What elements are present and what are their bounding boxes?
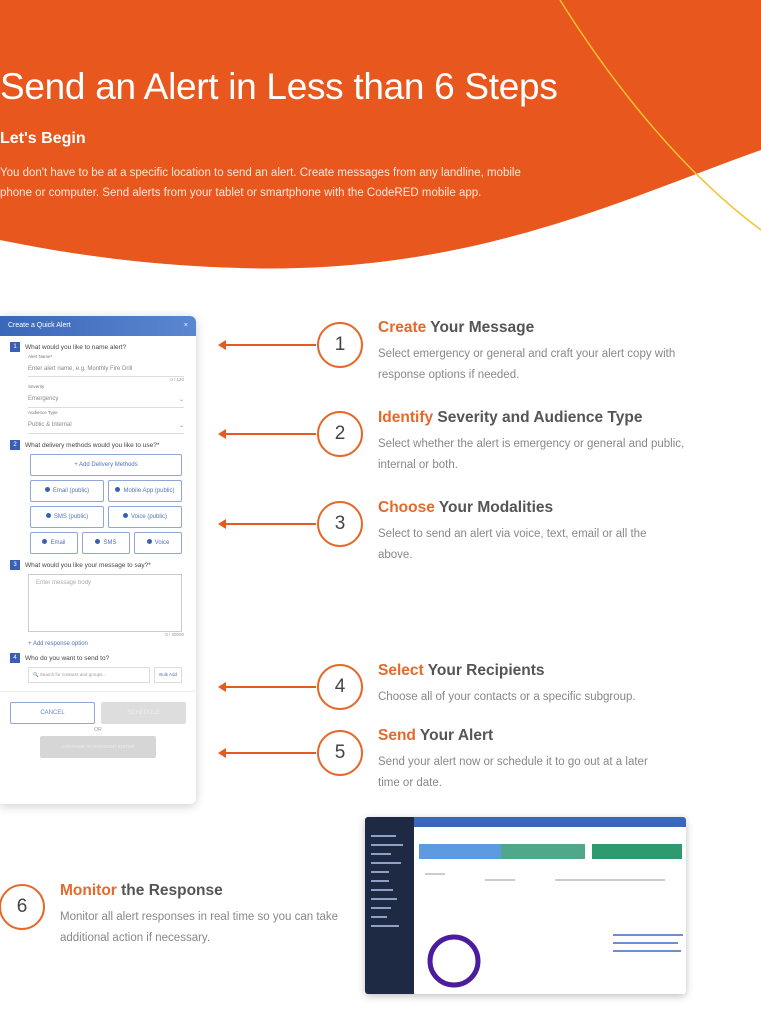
bulk-add-button[interactable]: Bulk Add bbox=[154, 667, 182, 683]
audience-label: Audience Type bbox=[28, 410, 58, 415]
severity-value: Emergency bbox=[28, 396, 59, 402]
step-badge: 1 bbox=[10, 342, 20, 352]
recipient-search-input[interactable]: 🔍 Search for contacts and groups... bbox=[28, 667, 151, 683]
step-badge: 4 bbox=[10, 653, 20, 663]
question-4: Who do you want to send to? bbox=[25, 654, 110, 662]
alert-name-placeholder: Enter alert name, e.g. Monthly Fire Dril… bbox=[28, 366, 133, 372]
char-counter: 0 / 30000 bbox=[165, 632, 184, 637]
schedule-button[interactable]: SCHEDULE bbox=[101, 702, 186, 724]
header-background bbox=[0, 0, 761, 269]
step-badge: 3 bbox=[10, 560, 20, 570]
page-title: Send an Alert in Less than 6 Steps bbox=[0, 66, 558, 107]
step-number-5: 5 bbox=[317, 730, 363, 776]
arrow-step-1 bbox=[218, 340, 316, 350]
question-2: What delivery methods would you like to … bbox=[25, 441, 160, 449]
chevron-down-icon: ⌄ bbox=[178, 397, 184, 403]
step-number-6: 6 bbox=[0, 884, 45, 930]
step-number-1: 1 bbox=[317, 322, 363, 368]
method-email[interactable]: Email bbox=[30, 532, 78, 554]
method-mobile-app-public[interactable]: Mobile App (public) bbox=[108, 480, 182, 502]
close-icon[interactable]: × bbox=[183, 322, 188, 329]
advanced-editor-button[interactable]: CONTINUE IN ADVANCED EDITOR bbox=[40, 736, 156, 758]
question-3: What would you like your message to say?… bbox=[25, 561, 151, 569]
step-badge: 2 bbox=[10, 440, 20, 450]
cancel-button[interactable]: CANCEL bbox=[10, 702, 95, 724]
question-1: What would you like to name alert? bbox=[25, 343, 127, 351]
step-number-2: 2 bbox=[317, 411, 363, 457]
arrow-step-2 bbox=[218, 429, 316, 439]
or-divider: OR bbox=[94, 727, 102, 733]
dashboard-screenshot bbox=[365, 817, 686, 994]
arrow-step-3 bbox=[218, 519, 316, 529]
severity-select[interactable]: Emergency ⌄ bbox=[28, 392, 184, 408]
intro-text: You don't have to be at a specific locat… bbox=[0, 167, 521, 199]
method-voice-public[interactable]: Voice (public) bbox=[108, 506, 182, 528]
arrow-step-4 bbox=[218, 682, 316, 692]
add-delivery-methods-button[interactable]: + Add Delivery Methods bbox=[30, 454, 182, 476]
method-voice[interactable]: Voice bbox=[134, 532, 182, 554]
method-email-public[interactable]: Email (public) bbox=[30, 480, 104, 502]
add-response-option-link[interactable]: + Add response option bbox=[28, 641, 88, 647]
alert-name-input[interactable]: Enter alert name, e.g. Monthly Fire Dril… bbox=[28, 362, 184, 377]
message-body-input[interactable]: Enter message body bbox=[28, 574, 182, 632]
method-sms[interactable]: SMS bbox=[82, 532, 130, 554]
section-subtitle: Let's Begin bbox=[0, 130, 86, 147]
step-number-3: 3 bbox=[317, 501, 363, 547]
char-counter: 0 / 120 bbox=[170, 377, 184, 382]
form-title: Create a Quick Alert bbox=[8, 322, 71, 329]
step-number-4: 4 bbox=[317, 664, 363, 710]
alert-name-label: Alert Name* bbox=[28, 354, 53, 359]
severity-label: Severity bbox=[28, 384, 45, 389]
audience-value: Public & Internal bbox=[28, 422, 72, 428]
arrow-step-5 bbox=[218, 748, 316, 758]
audience-select[interactable]: Public & Internal ⌄ bbox=[28, 418, 184, 434]
chevron-down-icon: ⌄ bbox=[178, 423, 184, 429]
method-sms-public[interactable]: SMS (public) bbox=[30, 506, 104, 528]
